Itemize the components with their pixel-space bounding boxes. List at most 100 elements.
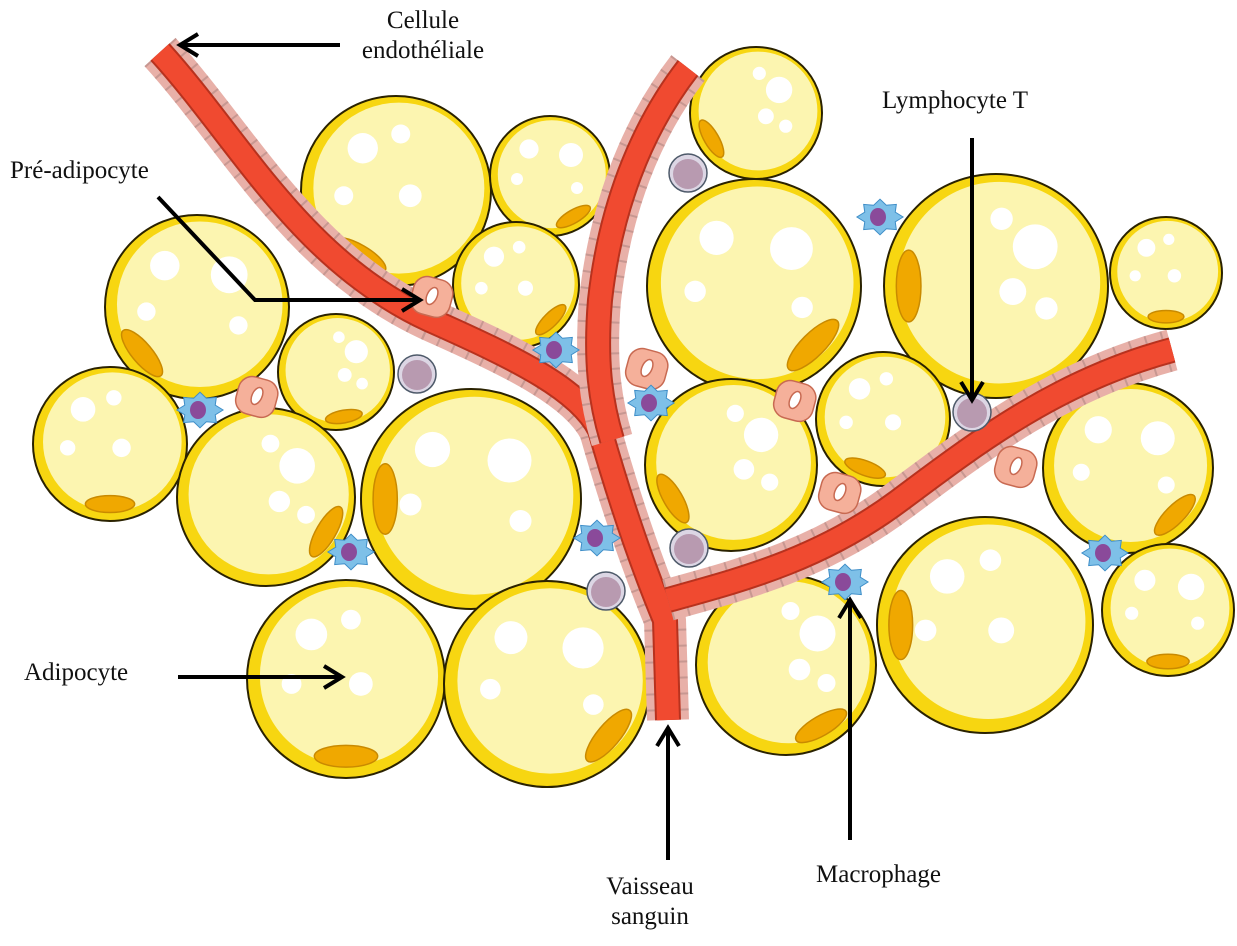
arrow-cellule-endotheliale bbox=[180, 34, 340, 56]
lipid-droplet-highlight bbox=[137, 302, 155, 320]
lipid-droplet-highlight bbox=[562, 627, 603, 668]
lipid-droplet-highlight bbox=[727, 405, 744, 422]
lipid-droplet-highlight bbox=[513, 241, 526, 254]
lipid-droplet-highlight bbox=[1035, 297, 1057, 319]
lipid-droplet-highlight bbox=[1141, 421, 1175, 455]
lipid-droplet-highlight bbox=[262, 435, 280, 453]
adipocyte bbox=[1110, 217, 1222, 329]
lipid-droplet-highlight bbox=[106, 390, 121, 405]
adipocyte-nucleus bbox=[889, 590, 913, 659]
macrophage-cell bbox=[822, 564, 868, 600]
lipid-droplet-highlight bbox=[1125, 607, 1138, 620]
adipocyte bbox=[877, 517, 1093, 733]
lipid-droplet-highlight bbox=[269, 491, 290, 512]
lipid-droplet-highlight bbox=[338, 368, 352, 382]
lipid-droplet-highlight bbox=[60, 440, 75, 455]
lipid-droplet-highlight bbox=[839, 416, 852, 429]
lipid-droplet-highlight bbox=[415, 432, 450, 467]
lymphocyte-t-cell bbox=[669, 154, 707, 192]
lipid-droplet-highlight bbox=[494, 621, 527, 654]
lipid-droplet-highlight bbox=[930, 559, 965, 594]
macrophage-cell bbox=[1082, 535, 1128, 571]
macrophage-cell bbox=[857, 199, 903, 235]
lipid-droplet-highlight bbox=[1178, 574, 1204, 600]
lipid-droplet-highlight bbox=[488, 439, 532, 483]
lipid-droplet-highlight bbox=[400, 494, 422, 516]
lipid-droplet-highlight bbox=[511, 173, 523, 185]
lipid-droplet-highlight bbox=[753, 67, 766, 80]
lymphocyte-t-cell bbox=[398, 355, 436, 393]
lipid-droplet-highlight bbox=[519, 139, 538, 158]
adipocyte-nucleus bbox=[373, 464, 397, 534]
lipid-droplet-highlight bbox=[744, 418, 778, 452]
lipid-droplet-highlight bbox=[999, 278, 1026, 305]
lipid-droplet-highlight bbox=[559, 143, 583, 167]
pre-adipocyte-cell bbox=[623, 345, 671, 392]
macrophage-cell bbox=[628, 385, 674, 421]
lymphocyte-t-cell bbox=[587, 572, 625, 610]
lipid-droplet-highlight bbox=[849, 378, 870, 399]
lymphocyte-t-cell bbox=[670, 529, 708, 567]
adipocyte bbox=[1102, 544, 1234, 676]
lipid-droplet-highlight bbox=[779, 120, 792, 133]
lipid-droplet-highlight bbox=[758, 108, 774, 124]
lipid-droplet-highlight bbox=[915, 620, 937, 642]
lipid-droplet-highlight bbox=[583, 694, 604, 715]
lipid-droplet-highlight bbox=[766, 77, 792, 103]
adipocyte bbox=[444, 581, 650, 787]
macrophage-cell bbox=[574, 520, 620, 556]
lipid-droplet-highlight bbox=[1191, 617, 1204, 630]
lipid-droplet-highlight bbox=[150, 251, 179, 280]
lipid-droplet-highlight bbox=[990, 208, 1012, 230]
lipid-droplet-highlight bbox=[341, 610, 361, 630]
label-vaisseau-sanguin: Vaisseau sanguin bbox=[590, 872, 710, 932]
lipid-droplet-highlight bbox=[1137, 239, 1155, 257]
lipid-droplet-highlight bbox=[571, 182, 583, 194]
adipocyte bbox=[647, 179, 861, 393]
adipocyte-nucleus bbox=[85, 496, 134, 513]
lipid-droplet-highlight bbox=[71, 397, 96, 422]
macrophage-cell bbox=[328, 534, 374, 570]
lipid-droplet-highlight bbox=[1158, 477, 1175, 494]
lipid-droplet-highlight bbox=[349, 672, 373, 696]
lipid-droplet-highlight bbox=[356, 378, 368, 390]
lipid-droplet-highlight bbox=[279, 448, 315, 484]
lipid-droplet-highlight bbox=[1073, 464, 1090, 481]
lipid-droplet-highlight bbox=[789, 659, 811, 681]
lipid-droplet-highlight bbox=[782, 602, 800, 620]
lipid-droplet-highlight bbox=[296, 619, 328, 651]
lipid-droplet-highlight bbox=[699, 221, 733, 255]
label-macrophage: Macrophage bbox=[816, 860, 941, 890]
lipid-droplet-highlight bbox=[345, 340, 368, 363]
lipid-droplet-highlight bbox=[297, 506, 315, 524]
lipid-droplet-highlight bbox=[229, 316, 247, 334]
adipocyte bbox=[361, 389, 581, 609]
lipid-droplet-highlight bbox=[1134, 570, 1155, 591]
lipid-droplet-highlight bbox=[761, 474, 778, 491]
arrow-vaisseau-sanguin bbox=[657, 728, 679, 860]
lipid-droplet-highlight bbox=[770, 227, 813, 270]
lipid-droplet-highlight bbox=[333, 331, 345, 343]
lipid-droplet-highlight bbox=[880, 372, 893, 385]
adipocyte bbox=[690, 47, 822, 179]
lipid-droplet-highlight bbox=[980, 549, 1002, 571]
lipid-droplet-highlight bbox=[112, 439, 130, 457]
lipid-droplet-highlight bbox=[800, 616, 836, 652]
lipid-droplet-highlight bbox=[484, 247, 504, 267]
lipid-droplet-highlight bbox=[475, 282, 488, 295]
lipid-droplet-highlight bbox=[510, 510, 532, 532]
adipocyte bbox=[490, 116, 610, 236]
lipid-droplet-highlight bbox=[885, 414, 901, 430]
adipocyte bbox=[177, 408, 355, 586]
lipid-droplet-highlight bbox=[391, 125, 410, 144]
lipid-droplet-highlight bbox=[399, 184, 422, 207]
label-lymphocyte-t: Lymphocyte T bbox=[882, 86, 1028, 116]
lipid-droplet-highlight bbox=[334, 186, 353, 205]
lipid-droplet-highlight bbox=[734, 459, 755, 480]
lipid-droplet-highlight bbox=[988, 617, 1014, 643]
macrophage-cell bbox=[533, 332, 579, 368]
lipid-droplet-highlight bbox=[518, 281, 533, 296]
adipocyte-nucleus bbox=[896, 250, 921, 322]
lipid-droplet-highlight bbox=[1013, 224, 1058, 269]
lipid-droplet-highlight bbox=[684, 281, 705, 302]
